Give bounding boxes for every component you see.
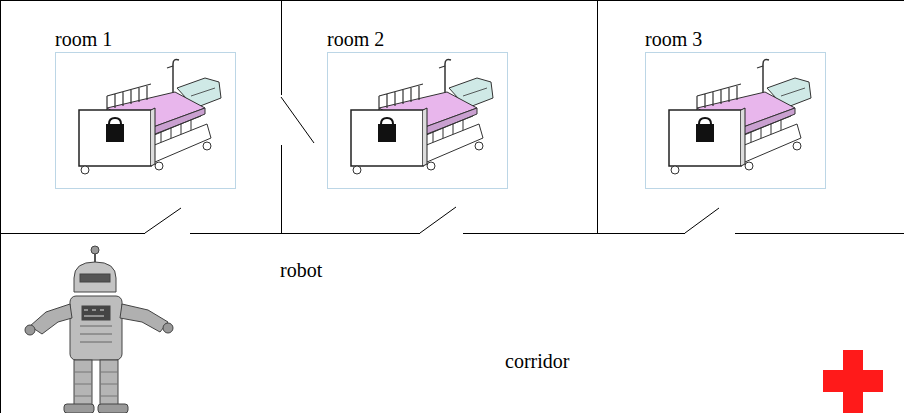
- robot-figure: [25, 246, 173, 413]
- room: room 2: [282, 1, 597, 233]
- room: room 3: [598, 1, 904, 233]
- region-name: room 1: [55, 28, 112, 51]
- room: room 1: [1, 1, 281, 233]
- region-name: room 2: [327, 28, 384, 51]
- hospital-bed: [328, 53, 508, 189]
- hospital-bed: [646, 53, 826, 189]
- region-name: room 3: [645, 28, 702, 51]
- region-name: corridor: [505, 350, 569, 373]
- robot-label: robot: [280, 259, 322, 282]
- red-cross: [823, 350, 883, 413]
- hospital-bed: [56, 53, 236, 189]
- corridor: corridor: [1, 234, 904, 413]
